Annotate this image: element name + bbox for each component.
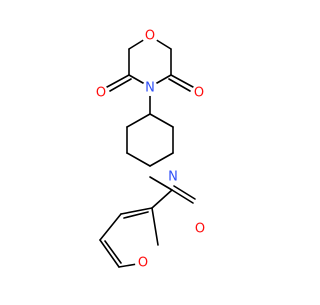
bond-pip-1 (126, 113, 151, 128)
bond-fur-c2-c3-inner (123, 211, 149, 219)
piperidine-ring (126, 113, 174, 167)
bond-fur-c4-c5-inner (104, 240, 122, 264)
atom-amide-oxygen: O (195, 222, 205, 237)
bond-c-o-amide-b (173, 185, 196, 200)
molecule-diagram: O N O O N O O (93, 28, 208, 271)
structure-canvas: O N O O N O O (93, 28, 208, 271)
bond-c5-o-a (170, 74, 194, 88)
bond-carbonyl-n (149, 176, 173, 191)
bond-pip-6 (149, 152, 174, 167)
bond-pip-5 (126, 152, 151, 167)
atom-furan-oxygen: O (138, 256, 148, 271)
atom-piperidine-nitrogen: N (168, 170, 178, 185)
bond-pip-2 (149, 113, 174, 128)
bond-c3-o-a (106, 74, 130, 88)
amide-linkage (149, 176, 196, 209)
bond-fur-c2-o (151, 207, 159, 246)
bond-fur-c3-c4 (99, 213, 122, 241)
bond-c5-o-b (168, 78, 191, 92)
bond-c-o-amide-a (171, 189, 194, 204)
bond-fur-c4-c5 (99, 239, 120, 268)
atom-labels: O N O O N O O (93, 28, 208, 271)
bond-c3-o-b (109, 78, 132, 92)
bond-carbonyl-furan (151, 189, 173, 209)
bond-fur-c2-c3 (120, 207, 153, 215)
atom-imide-nitrogen: N (145, 81, 155, 96)
atom-carbonyl-oxygen-right: O (194, 86, 204, 101)
atom-carbonyl-oxygen-left: O (96, 86, 106, 101)
atom-ring-oxygen: O (145, 29, 155, 44)
